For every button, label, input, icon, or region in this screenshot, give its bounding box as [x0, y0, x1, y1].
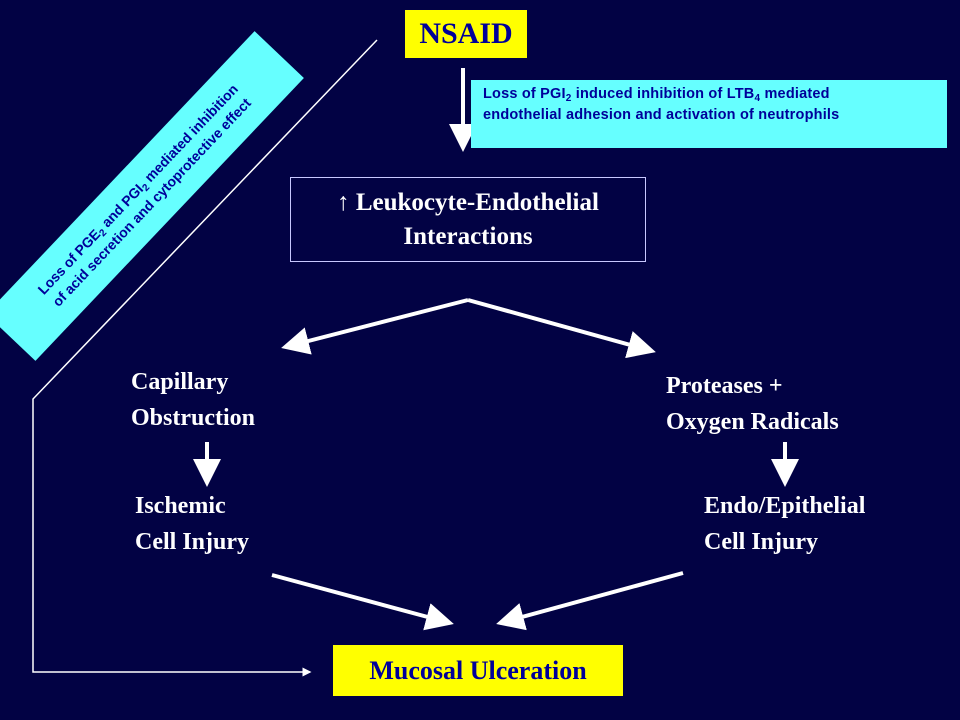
pgi2-note-text-b: induced inhibition of LTB — [571, 86, 755, 102]
mucosal-ulceration-box: Mucosal Ulceration — [333, 645, 623, 696]
endo-line1: Endo/Epithelial — [704, 493, 866, 519]
bypass-line-to-mucosal — [32, 39, 378, 677]
pgi2-note-sub-b: 4 — [754, 93, 761, 104]
pgi2-note-text-a: Loss of PGI — [483, 86, 566, 102]
pgi2-note-line1: Loss of PGI2 induced inhibition of LTB4 … — [483, 84, 937, 105]
capillary-line1: Capillary — [131, 369, 229, 395]
mucosal-label: Mucosal Ulceration — [369, 655, 587, 685]
endo-line2: Cell Injury — [704, 529, 818, 555]
pgi2-note-line2: endothelial adhesion and activation of n… — [483, 107, 840, 123]
proteases-line1: Proteases + — [666, 373, 783, 399]
nsaid-box: NSAID — [405, 10, 527, 58]
leukocyte-endothelial-box: ↑ Leukocyte-Endothelial Interactions — [290, 177, 646, 262]
ischemic-injury-label: Ischemic Cell Injury — [135, 488, 249, 560]
arrow-ischemic-to-mucosal — [271, 573, 454, 631]
leukocyte-line2: Interactions — [403, 222, 533, 250]
branch-line-right — [467, 298, 656, 359]
pgi2-loss-note: Loss of PGI2 induced inhibition of LTB4 … — [471, 80, 947, 148]
leukocyte-line1: ↑ Leukocyte-Endothelial — [337, 188, 599, 216]
branch-line-left — [281, 298, 469, 355]
capillary-obstruction-label: Capillary Obstruction — [131, 364, 255, 436]
capillary-line2: Obstruction — [131, 405, 256, 431]
pgi2-note-text-c: mediated — [760, 86, 830, 102]
ischemic-line2: Cell Injury — [135, 529, 249, 555]
proteases-line2: Oxygen Radicals — [666, 409, 839, 435]
endo-epithelial-injury-label: Endo/Epithelial Cell Injury — [704, 488, 865, 560]
arrow-endo-to-mucosal — [496, 571, 684, 631]
pgi2-note-sub-a: 2 — [565, 93, 572, 104]
nsaid-label: NSAID — [419, 17, 513, 50]
ischemic-line1: Ischemic — [135, 493, 226, 519]
proteases-radicals-label: Proteases + Oxygen Radicals — [666, 368, 839, 440]
